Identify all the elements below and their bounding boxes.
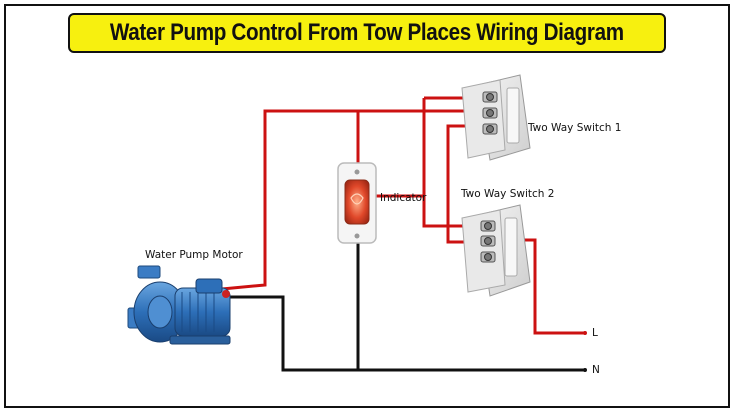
live-label: L [592, 327, 598, 339]
live-wire-supply [518, 238, 585, 335]
switch-2-label: Two Way Switch 2 [461, 188, 555, 200]
motor-label: Water Pump Motor [145, 249, 243, 261]
live-wire-strap-1b [422, 98, 468, 228]
two-way-switch-2 [461, 204, 531, 297]
live-wires [221, 96, 585, 335]
indicator-label: Indicator [380, 192, 427, 204]
live-wire-strap-2 [446, 124, 468, 244]
title-banner: Water Pump Control From Tow Places Wirin… [68, 13, 666, 53]
indicator-lamp [337, 162, 377, 244]
switch-1-label: Two Way Switch 1 [528, 122, 622, 134]
live-terminal [583, 331, 587, 335]
neutral-label: N [592, 364, 600, 376]
neutral-wire-main [222, 295, 585, 372]
neutral-terminal [583, 368, 587, 372]
water-pump-motor [127, 265, 231, 345]
diagram-title: Water Pump Control From Tow Places Wirin… [110, 19, 624, 46]
live-wire-motor [221, 109, 468, 291]
two-way-switch-1 [461, 74, 531, 161]
neutral-wires [222, 240, 585, 372]
